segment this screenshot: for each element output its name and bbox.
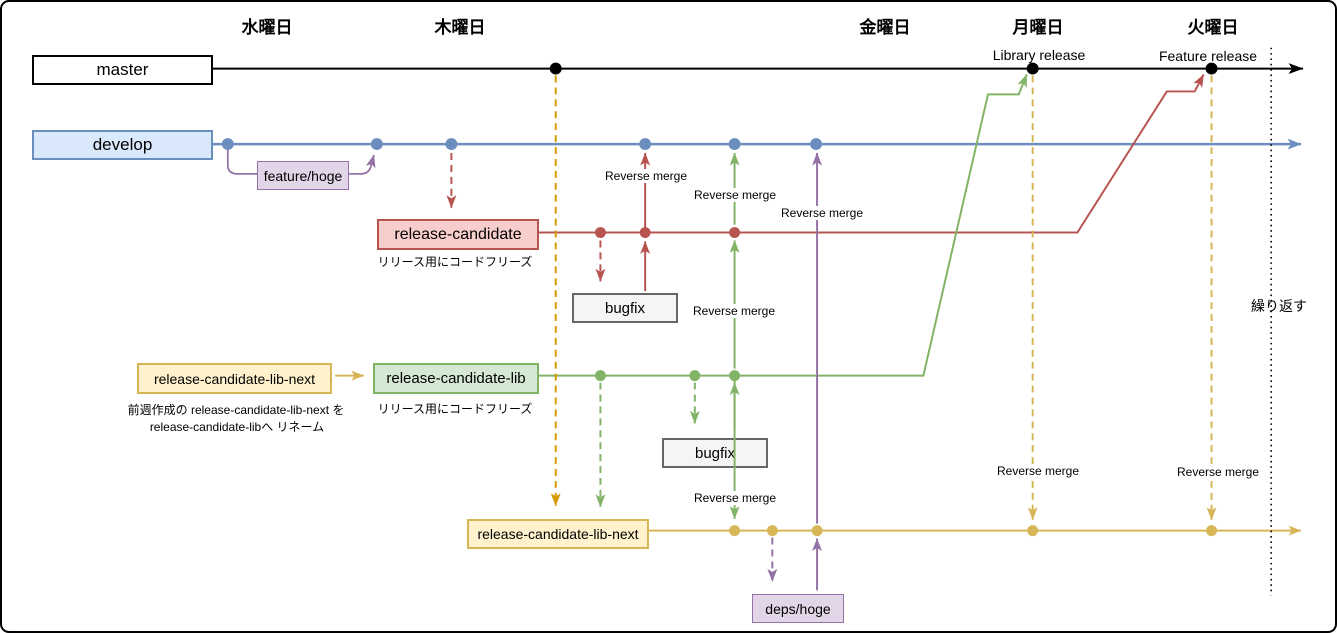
branch-box-rc-lib-next-prev: release-candidate-lib-next: [137, 363, 332, 394]
branch-box-bugfix-lower: bugfix: [662, 438, 768, 468]
branch-label-develop: develop: [92, 135, 153, 154]
branch-label-bugfix-upper: bugfix: [604, 299, 646, 317]
branch-box-master: master: [32, 55, 213, 85]
branch-box-rc-lib-next: release-candidate-lib-next: [467, 519, 649, 549]
branch-box-develop: develop: [32, 130, 213, 160]
branch-box-feature-hoge: feature/hoge: [257, 161, 349, 190]
branch-label-master: master: [96, 60, 149, 79]
branch-label-rc-lib-next-prev: release-candidate-lib-next: [153, 370, 316, 387]
branch-box-deps-hoge: deps/hoge: [752, 594, 844, 623]
branch-label-bugfix-lower: bugfix: [694, 444, 736, 462]
branch-label-deps-hoge: deps/hoge: [765, 600, 831, 617]
branch-label-release-candidate: release-candidate: [394, 225, 522, 243]
branch-box-release-candidate: release-candidate: [377, 219, 539, 250]
branch-box-bugfix-upper: bugfix: [572, 293, 678, 323]
branch-label-feature-hoge: feature/hoge: [263, 167, 343, 184]
branch-box-rc-lib: release-candidate-lib: [373, 363, 539, 394]
branch-label-rc-lib-next: release-candidate-lib-next: [477, 526, 639, 542]
branch-label-rc-lib: release-candidate-lib: [386, 370, 526, 387]
